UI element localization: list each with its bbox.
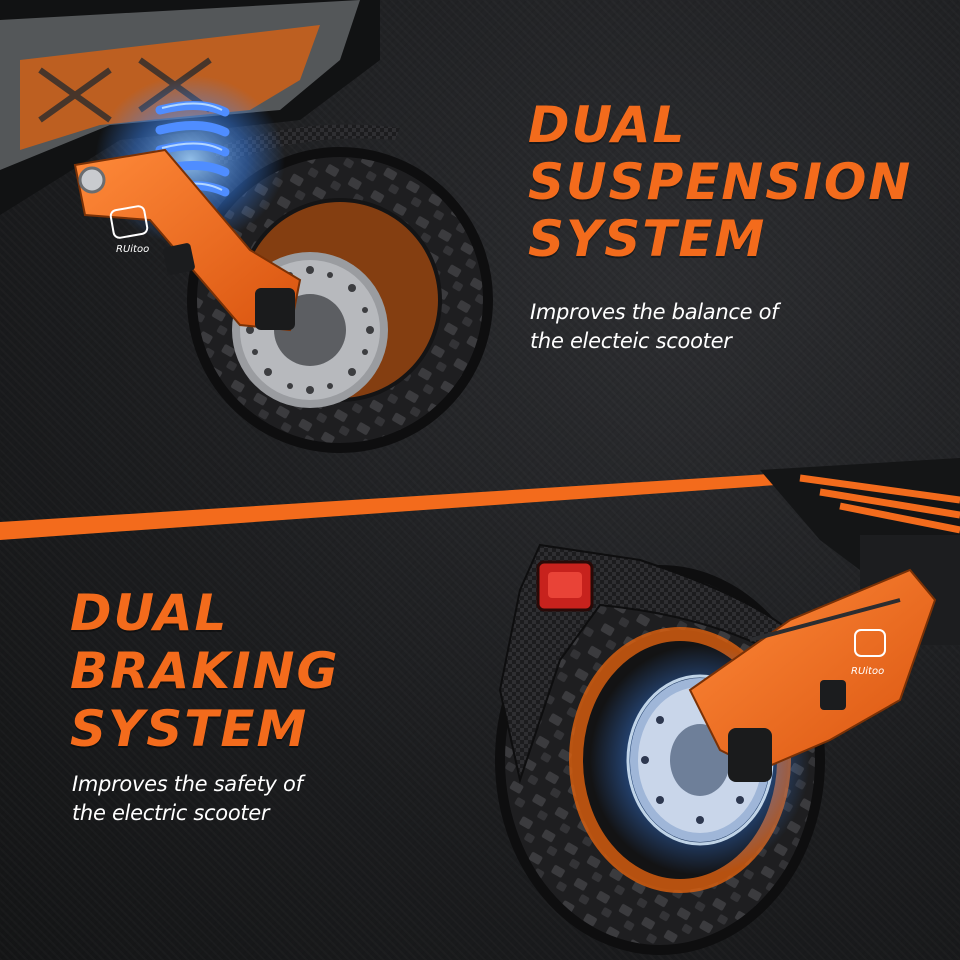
- braking-title-line-3: SYSTEM: [70, 700, 309, 758]
- braking-desc-line-2: the electric scooter: [72, 801, 270, 825]
- suspension-title-line-1: DUAL: [528, 96, 687, 154]
- rear-wheel-illustration: RUitoo: [495, 458, 960, 955]
- front-wheel-illustration: RUitoo: [0, 0, 493, 453]
- braking-title-line-2: BRAKING: [70, 642, 340, 700]
- braking-description: Improves the safety of the electric scoo…: [72, 770, 303, 828]
- suspension-description: Improves the balance of the electeic sco…: [530, 298, 779, 356]
- suspension-desc-line-1: Improves the balance of: [530, 300, 779, 324]
- brand-logo-front: RUitoo: [109, 205, 149, 255]
- suspension-headline: DUAL SUSPENSION SYSTEM: [528, 100, 912, 271]
- brand-logo-rear: RUitoo: [851, 629, 886, 677]
- braking-headline: DUAL BRAKING SYSTEM: [70, 588, 340, 762]
- suspension-title-line-3: SYSTEM: [528, 210, 767, 268]
- svg-text:RUitoo: RUitoo: [851, 666, 884, 677]
- braking-title-line-1: DUAL: [70, 584, 229, 642]
- diagonal-divider: [0, 462, 960, 540]
- braking-desc-line-1: Improves the safety of: [72, 772, 303, 796]
- suspension-desc-line-2: the electeic scooter: [530, 329, 732, 353]
- svg-text:RUitoo: RUitoo: [116, 244, 149, 255]
- suspension-title-line-2: SUSPENSION: [528, 153, 913, 211]
